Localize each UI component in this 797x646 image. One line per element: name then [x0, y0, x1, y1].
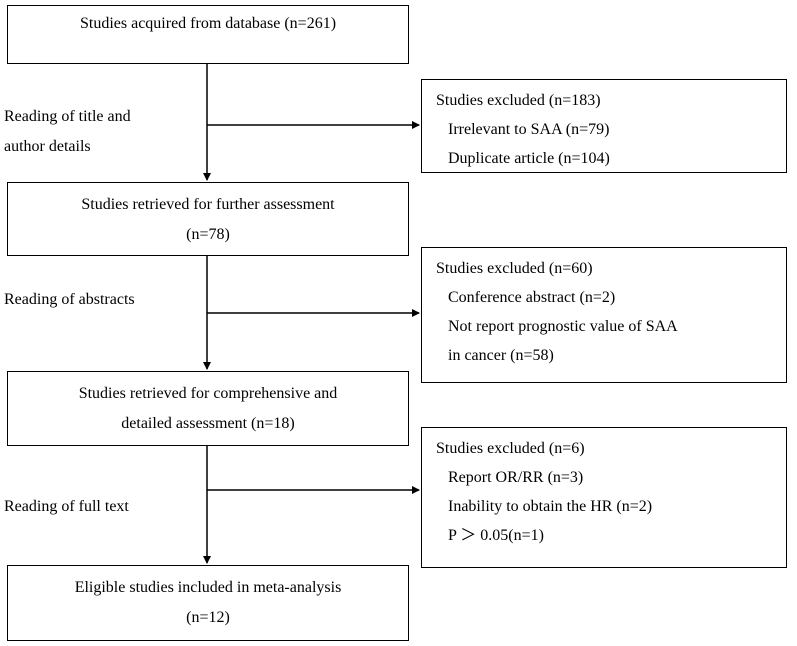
- step-label-full-text: Reading of full text: [4, 492, 129, 522]
- step-line: Reading of full text: [4, 498, 129, 515]
- excluded-box-2: Studies excluded (n=60) Conference abstr…: [421, 247, 787, 383]
- box-line: detailed assessment (n=18): [121, 415, 295, 432]
- excluded-box-1: Studies excluded (n=183) Irrelevant to S…: [421, 79, 787, 173]
- excluded-title: Studies excluded (n=60): [436, 260, 593, 277]
- box-line: Eligible studies included in meta-analys…: [74, 579, 342, 596]
- excluded-item: in cancer (n=58): [448, 347, 554, 364]
- box-further-assessment: Studies retrieved for further assessment…: [7, 182, 409, 256]
- step-line: Reading of title and: [4, 108, 131, 125]
- excluded-title: Studies excluded (n=6): [436, 440, 585, 457]
- excluded-item: Report OR/RR (n=3): [448, 469, 584, 486]
- box-comprehensive-assessment: Studies retrieved for comprehensive and …: [7, 371, 409, 446]
- excluded-item: Conference abstract (n=2): [448, 289, 616, 306]
- box-line: (n=78): [186, 226, 230, 243]
- box-line: Studies acquired from database (n=261): [79, 15, 337, 32]
- step-line: Reading of abstracts: [4, 291, 135, 308]
- box-line: Studies retrieved for further assessment: [81, 196, 335, 213]
- excluded-item: Duplicate article (n=104): [448, 150, 610, 167]
- excluded-title: Studies excluded (n=183): [436, 92, 601, 109]
- excluded-item: Irrelevant to SAA (n=79): [448, 121, 610, 138]
- excluded-item: P ＞ 0.05(n=1): [448, 527, 544, 544]
- excluded-item: Not report prognostic value of SAA: [448, 318, 678, 335]
- step-label-abstracts: Reading of abstracts: [4, 285, 135, 315]
- box-eligible-studies: Eligible studies included in meta-analys…: [7, 565, 409, 641]
- excluded-item: Inability to obtain the HR (n=2): [448, 498, 653, 515]
- box-database-studies: Studies acquired from database (n=261): [7, 5, 409, 64]
- excluded-box-3: Studies excluded (n=6) Report OR/RR (n=3…: [421, 427, 787, 568]
- step-line: author details: [4, 138, 91, 155]
- step-label-title-author: Reading of title and author details: [4, 102, 131, 162]
- box-line: (n=12): [186, 609, 230, 626]
- box-line: Studies retrieved for comprehensive and: [78, 385, 338, 402]
